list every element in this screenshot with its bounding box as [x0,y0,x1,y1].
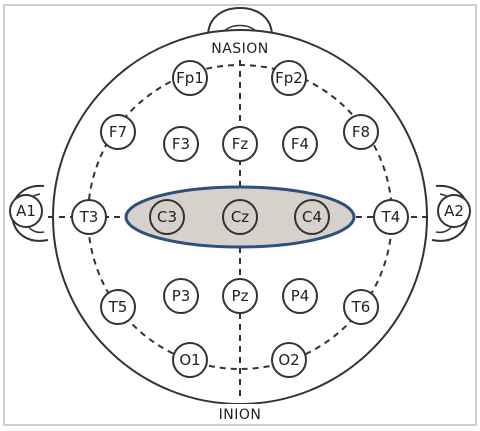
electrode-fp2: Fp2 [271,60,307,96]
electrode-label: O1 [179,351,200,369]
electrode-circle [222,278,258,314]
electrode-circle [172,60,208,96]
nasion-label: NASION [211,41,269,57]
electrode-label: C3 [157,208,177,226]
electrode-circle [222,126,258,162]
electrode-t6: T6 [343,289,379,325]
inion-label: INION [219,407,262,423]
electrode-circle [163,126,199,162]
electrode-circle [100,114,136,150]
electrode-circle [373,199,409,235]
electrode-circle [282,126,318,162]
electrode-label: Fz [232,135,249,153]
electrode-label: T3 [79,208,99,226]
electrode-o1: O1 [172,342,208,378]
electrode-circle [294,199,330,235]
electrode-label: Pz [232,287,249,305]
electrode-label: F8 [352,123,370,141]
electrode-f3: F3 [163,126,199,162]
electrode-label: T6 [351,298,371,316]
electrode-p4: P4 [282,278,318,314]
electrode-circle [71,199,107,235]
ear-electrode-a1: A1 [9,194,43,228]
electrode-label: F3 [172,135,190,153]
electrode-label: Fp1 [176,69,204,87]
electrode-circle [100,289,136,325]
electrode-p3: P3 [163,278,199,314]
electrode-label: Fp2 [275,69,303,87]
electrode-f8: F8 [343,114,379,150]
svg-text:A2: A2 [444,202,464,220]
electrode-label: O2 [278,351,299,369]
nose-outline [206,6,274,37]
electrode-circle [271,342,307,378]
electrode-label: T4 [381,208,401,226]
electrode-circle [271,60,307,96]
figure-frame [3,4,477,426]
electrode-circle [163,278,199,314]
electrode-circle [149,199,185,235]
electrode-circle [282,278,318,314]
svg-text:A1: A1 [16,202,36,220]
electrode-circle [343,289,379,325]
electrode-t5: T5 [100,289,136,325]
ear-electrode-a2: A2 [437,194,471,228]
electrode-label: Cz [231,208,249,226]
electrode-o2: O2 [271,342,307,378]
electrode-t4: T4 [373,199,409,235]
electrode-fz: Fz [222,126,258,162]
electrode-label: P4 [291,287,310,305]
electrode-label: F7 [109,123,127,141]
electrode-f4: F4 [282,126,318,162]
electrode-cz: Cz [222,199,258,235]
electrode-t3: T3 [71,199,107,235]
electrode-pz: Pz [222,278,258,314]
electrode-fp1: Fp1 [172,60,208,96]
electrode-circle [172,342,208,378]
electrode-label: T5 [108,298,128,316]
electrode-c3: C3 [149,199,185,235]
electrode-circle [343,114,379,150]
electrode-label: P3 [172,287,191,305]
electrode-c4: C4 [294,199,330,235]
electrode-label: C4 [302,208,322,226]
electrode-f7: F7 [100,114,136,150]
electrode-label: F4 [291,135,309,153]
electrode-circle [222,199,258,235]
